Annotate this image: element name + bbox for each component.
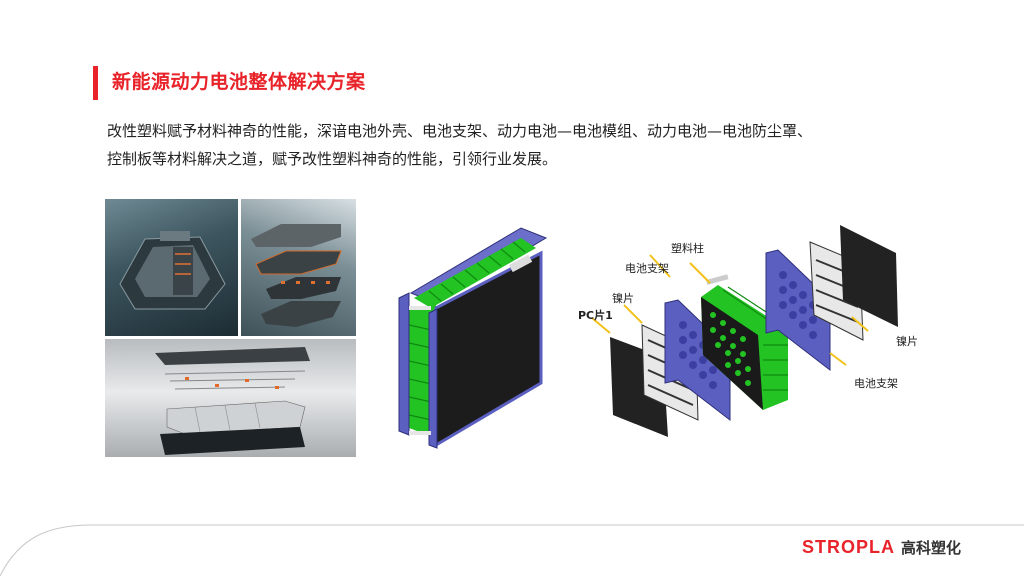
- label-battery-holder-right: 电池支架: [854, 377, 898, 390]
- exploded-battery-diagram: 塑料柱 电池支架 镍片 PC片1 镍片 电池支架: [578, 215, 938, 445]
- photo-battery-pack-assembled: [105, 199, 238, 336]
- description-line-1: 改性塑料赋予材料神奇的性能，深谙电池外壳、电池支架、动力电池—电池模组、动力电池…: [107, 122, 813, 140]
- description-text: 改性塑料赋予材料神奇的性能，深谙电池外壳、电池支架、动力电池—电池模组、动力电池…: [107, 117, 927, 173]
- battery-module-image: [381, 213, 561, 458]
- brand-name-en: STROPLA: [802, 537, 896, 557]
- label-pc-sheet: PC片1: [578, 309, 613, 322]
- photo-collage: [105, 199, 356, 457]
- page-title: 新能源动力电池整体解决方案: [112, 71, 366, 93]
- footer-divider-curve: [0, 524, 1024, 576]
- brand-logo: STROPLA 高科塑化: [802, 537, 961, 558]
- photo-battery-pack-exploded-horizontal: [105, 339, 356, 457]
- label-nickel-sheet-left: 镍片: [612, 292, 634, 305]
- title-accent-bar: [93, 66, 98, 100]
- label-plastic-post: 塑料柱: [671, 242, 704, 255]
- description-line-2: 控制板等材料解决之道，赋予改性塑料神奇的性能，引领行业发展。: [107, 150, 558, 168]
- brand-name-cn: 高科塑化: [901, 539, 962, 557]
- photo-battery-pack-exploded-vertical: [241, 199, 356, 336]
- label-nickel-sheet-right: 镍片: [896, 335, 918, 348]
- label-battery-holder-left: 电池支架: [625, 262, 669, 275]
